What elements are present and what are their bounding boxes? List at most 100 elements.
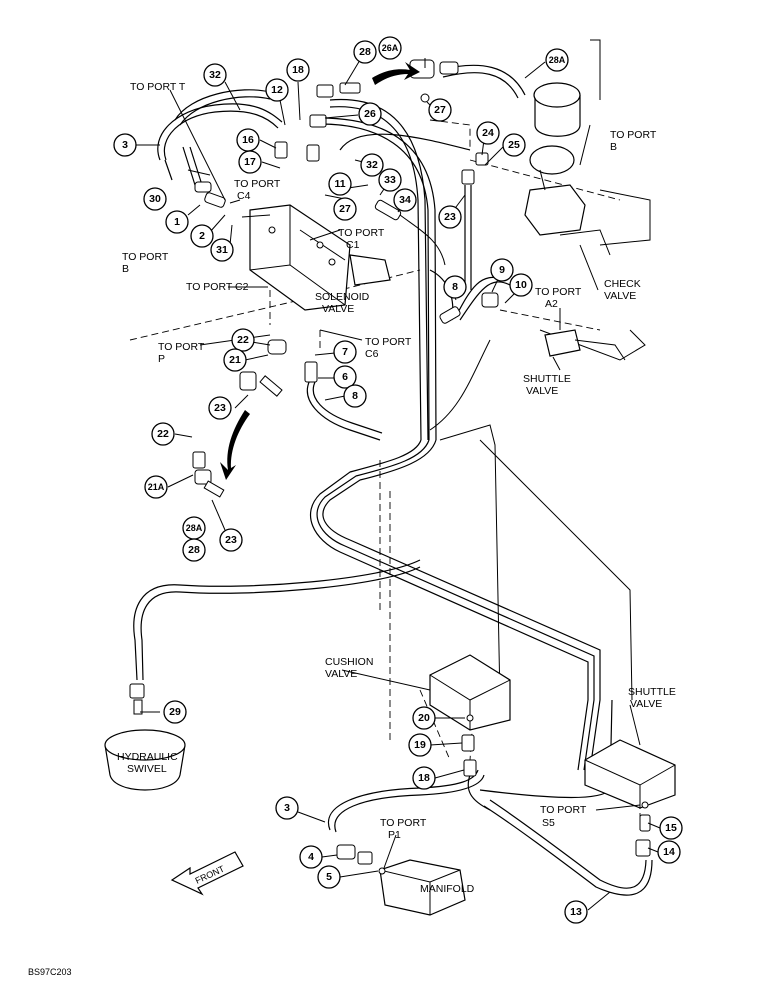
callout-bubbles: 3 32 18 12 16 17 28 26A 28A 26 27 24 25 …: [113, 36, 683, 924]
callout-number: 17: [244, 156, 256, 168]
callout-26a: 26A: [378, 36, 402, 60]
callout-number: 23: [225, 534, 237, 546]
text-labels: TO PORT T TO PORT B TO PORT C4 TO PORT C…: [28, 81, 676, 977]
callout-number: 18: [292, 64, 304, 76]
shuttle-valve-bottom: [584, 739, 676, 809]
label-cushion: CUSHION: [325, 656, 373, 668]
callout-number: 15: [665, 822, 677, 834]
label-manifold: MANIFOLD: [420, 883, 475, 895]
callout-16: 16: [236, 128, 260, 152]
label-to-port-b-left: TO PORT: [122, 251, 169, 263]
callout-number: 23: [214, 402, 226, 414]
callout-number: 27: [339, 203, 351, 215]
direction-arrows: [220, 62, 420, 480]
callout-number: 28A: [549, 55, 566, 65]
reservoir-cylinder: [533, 82, 581, 137]
callout-number: 1: [174, 216, 180, 228]
callout-number: 3: [284, 802, 290, 814]
callout-27-top: 27: [428, 98, 452, 122]
callout-8-lower: 8: [343, 384, 367, 408]
label-shuttle-top: SHUTTLE: [523, 373, 571, 385]
label-to-port-c6: TO PORT: [365, 336, 412, 348]
callout-number: 23: [444, 211, 456, 223]
callout-22-upper: 22: [231, 328, 255, 352]
callout-number: 13: [570, 906, 582, 918]
callout-11: 11: [328, 172, 352, 196]
callout-leaders: [136, 58, 661, 911]
callout-25: 25: [502, 133, 526, 157]
label-port-p1-name: P1: [388, 829, 401, 841]
label-port-c1-name: C1: [346, 239, 360, 251]
callout-number: 33: [384, 174, 396, 186]
callout-2: 2: [190, 224, 214, 248]
callout-14: 14: [657, 840, 681, 864]
fittings: [129, 59, 651, 875]
front-arrow: FRONT: [170, 851, 244, 896]
label-check-valve: VALVE: [604, 290, 636, 302]
callout-number: 3: [122, 139, 128, 151]
callout-23-mid: 23: [208, 396, 232, 420]
callout-28a-top: 28A: [545, 48, 569, 72]
label-solenoid: SOLENOID: [315, 291, 370, 303]
label-to-port-a2: TO PORT: [535, 286, 582, 298]
callout-18-lower: 18: [412, 766, 436, 790]
callout-28a-lower: 28A: [182, 516, 206, 540]
callout-number: 12: [271, 84, 283, 96]
callout-number: 6: [342, 371, 348, 383]
callout-number: 28A: [186, 523, 203, 533]
callout-3-top: 3: [113, 133, 137, 157]
callout-27-mid: 27: [333, 197, 357, 221]
callout-5: 5: [317, 865, 341, 889]
label-to-port-c4: TO PORT: [234, 178, 281, 190]
callout-number: 21: [229, 354, 241, 366]
callout-6: 6: [333, 365, 357, 389]
callout-34: 34: [393, 188, 417, 212]
solenoid-valve-block: [249, 204, 391, 311]
callout-21: 21: [223, 348, 247, 372]
frame-outline: [429, 39, 651, 701]
callout-number: 25: [508, 139, 520, 151]
callout-number: 7: [342, 346, 348, 358]
label-port-c4-name: C4: [237, 190, 251, 202]
shuttle-valve-top: [544, 329, 626, 361]
callout-number: 34: [399, 194, 411, 206]
callout-28-top: 28: [353, 40, 377, 64]
callout-number: 8: [352, 390, 358, 402]
label-to-port-c1: TO PORT: [338, 227, 385, 239]
callout-8-upper: 8: [443, 275, 467, 299]
check-valve: [524, 145, 586, 236]
callout-20: 20: [412, 706, 436, 730]
callout-23-top: 23: [438, 205, 462, 229]
callout-number: 5: [326, 871, 332, 883]
callout-17: 17: [238, 150, 262, 174]
callout-number: 10: [515, 279, 527, 291]
callout-28-lower: 28: [182, 538, 206, 562]
label-port-a2-name: A2: [545, 298, 558, 310]
callout-15: 15: [659, 816, 683, 840]
callout-21a: 21A: [144, 475, 168, 499]
figure-code: BS97C203: [28, 967, 72, 977]
label-to-port-p: TO PORT: [158, 341, 205, 353]
label-shuttle-top-valve: VALVE: [526, 385, 558, 397]
callout-9: 9: [490, 258, 514, 282]
label-to-port-c2: TO PORT C2: [186, 281, 249, 293]
callout-number: 21A: [148, 482, 165, 492]
callout-3-lower: 3: [275, 796, 299, 820]
callout-12: 12: [265, 78, 289, 102]
callout-number: 14: [663, 846, 675, 858]
callout-number: 30: [149, 193, 161, 205]
callout-32-mid: 32: [360, 153, 384, 177]
callout-7: 7: [333, 340, 357, 364]
hydraulic-swivel: [104, 729, 186, 791]
callout-number: 11: [334, 178, 345, 190]
callout-number: 32: [366, 159, 378, 171]
label-solenoid-valve: VALVE: [322, 303, 354, 315]
label-shuttle-bottom: SHUTTLE: [628, 686, 676, 698]
label-port-b-right-letter: B: [610, 141, 617, 153]
label-shuttle-bottom-valve: VALVE: [630, 698, 662, 710]
callout-number: 28: [359, 46, 371, 58]
manifold-block: [379, 859, 466, 916]
callout-number: 26A: [382, 43, 399, 53]
callout-30: 30: [143, 187, 167, 211]
